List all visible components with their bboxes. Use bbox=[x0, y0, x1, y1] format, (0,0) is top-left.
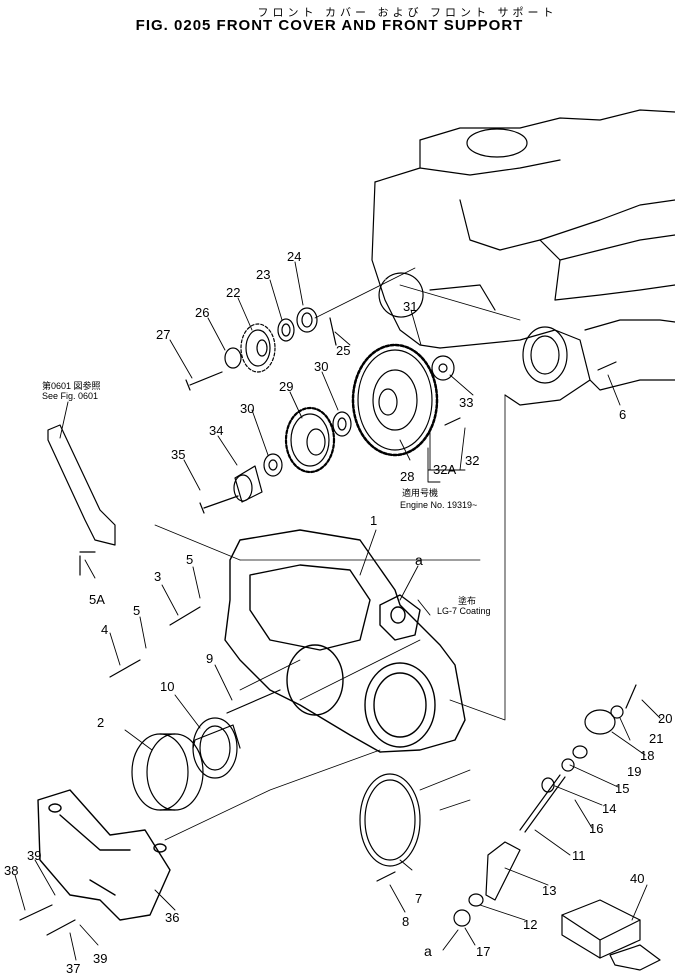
engine-number-note: Engine No. 19319~ bbox=[400, 500, 478, 510]
engine-note-jp: 適用号機 bbox=[402, 488, 439, 498]
oil-seal-10 bbox=[192, 717, 241, 779]
front-support-36 bbox=[37, 789, 171, 921]
bolts bbox=[19, 317, 637, 936]
part-label: 32 bbox=[465, 453, 480, 468]
tension-parts bbox=[453, 705, 624, 927]
part-label: 13 bbox=[542, 883, 557, 898]
part-label: 23 bbox=[256, 267, 271, 282]
gear-28 bbox=[351, 343, 439, 457]
part-label: 29 bbox=[279, 379, 294, 394]
part-label: 18 bbox=[640, 748, 655, 763]
idler-gear-22 bbox=[240, 323, 276, 373]
see-fig-note: See Fig. 0601 bbox=[42, 391, 99, 401]
part-label: 30 bbox=[314, 359, 329, 374]
part-label: 5 bbox=[186, 552, 194, 567]
part-label: 15 bbox=[615, 781, 630, 796]
see-fig-leader bbox=[59, 401, 69, 439]
front-cover-1 bbox=[224, 529, 466, 753]
part-label: 38 bbox=[4, 863, 19, 878]
leader-lines bbox=[14, 261, 661, 961]
part-label: 4 bbox=[101, 622, 109, 637]
part-label: 21 bbox=[649, 731, 664, 746]
small-washers bbox=[224, 307, 455, 477]
part-label: 31 bbox=[403, 299, 418, 314]
gear-29 bbox=[284, 406, 336, 474]
part-label: 39 bbox=[27, 848, 42, 863]
part-label: 37 bbox=[66, 961, 81, 976]
gasket-7 bbox=[359, 773, 421, 867]
part-label: 27 bbox=[156, 327, 171, 342]
part-label: 6 bbox=[619, 407, 627, 422]
part-label: 25 bbox=[336, 343, 351, 358]
see-fig-note-jp: 第0601 図参照 bbox=[42, 381, 101, 391]
coating-note: LG-7 Coating bbox=[437, 606, 491, 616]
part-label: 39 bbox=[93, 951, 108, 966]
part-label: 5A bbox=[89, 592, 105, 607]
tool-40 bbox=[561, 899, 661, 971]
part-label: 11 bbox=[572, 848, 586, 863]
part-label: 20 bbox=[658, 711, 673, 726]
part-label: 8 bbox=[402, 914, 410, 929]
part-label: 40 bbox=[630, 871, 645, 886]
part-label: 7 bbox=[415, 891, 423, 906]
reference-letter: a bbox=[424, 943, 432, 959]
part-label: 30 bbox=[240, 401, 255, 416]
part-label: 3 bbox=[154, 569, 162, 584]
part-label: 19 bbox=[627, 764, 642, 779]
part-label: 32A bbox=[433, 462, 457, 477]
part-label: 2 bbox=[97, 715, 105, 730]
part-label: 14 bbox=[602, 801, 617, 816]
part-label: 34 bbox=[209, 423, 224, 438]
part-label: 1 bbox=[370, 513, 378, 528]
title-japanese: フロント カバー および フロント サポート bbox=[257, 6, 558, 19]
coating-note-jp: 塗布 bbox=[458, 596, 477, 606]
part-label: 28 bbox=[400, 469, 415, 484]
reference-letter: a bbox=[415, 552, 423, 568]
part-label: 9 bbox=[206, 651, 214, 666]
part-label: 33 bbox=[459, 395, 474, 410]
assembly-lines bbox=[154, 267, 521, 841]
part-label: 12 bbox=[523, 917, 538, 932]
part-label: 17 bbox=[476, 944, 491, 959]
hub-34 bbox=[233, 465, 263, 503]
part-label: 5 bbox=[133, 603, 141, 618]
part-label: 22 bbox=[226, 285, 241, 300]
part-label: 26 bbox=[195, 305, 210, 320]
sleeve-2 bbox=[131, 733, 204, 811]
part-label: 36 bbox=[165, 910, 180, 925]
part-label: 24 bbox=[287, 249, 302, 264]
bracket-5a bbox=[47, 424, 116, 546]
part-label: 10 bbox=[160, 679, 175, 694]
engine-block-outline bbox=[371, 109, 675, 406]
part-label: 16 bbox=[589, 821, 604, 836]
part-label: 35 bbox=[171, 447, 186, 462]
figure-title: FIG. 0205 FRONT COVER AND FRONT SUPPORT bbox=[135, 17, 524, 34]
